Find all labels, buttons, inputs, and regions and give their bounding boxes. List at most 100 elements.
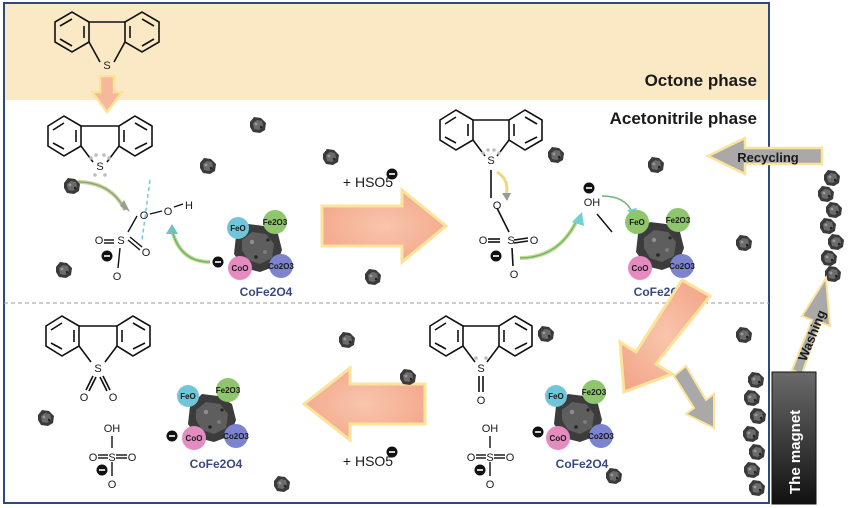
recycled-particle-column <box>818 170 844 282</box>
sulfone-sulfur: S <box>94 363 101 375</box>
step2-oxygen-bottom: O <box>510 269 519 281</box>
step1-oxygen-b: O <box>164 206 173 218</box>
reagent1-negative <box>386 168 398 180</box>
bisulfate4-o-bottom: O <box>108 479 117 491</box>
recycling-label: Recycling <box>737 150 798 165</box>
reagent-label-1: + HSO5 <box>343 174 393 190</box>
step2-arrow-s-o <box>496 170 509 197</box>
catalyst-step1 <box>227 210 293 280</box>
step2-negative <box>490 250 502 262</box>
bisulfate4-s: S <box>108 452 115 464</box>
acetonitrile-phase-label: Acetonitrile phase <box>610 109 757 128</box>
step1-sulfur-s: S <box>117 235 124 247</box>
co2o3-label-3: Co2O3 <box>588 432 614 441</box>
washing-label: Washing <box>795 308 829 363</box>
coo-label-1: CoO <box>232 264 249 273</box>
hydroxide-negative <box>583 182 595 194</box>
step2-hydroxide: OH <box>584 197 601 209</box>
co2o3-label-4: Co2O3 <box>223 432 249 441</box>
catalyst1-negative <box>212 256 224 268</box>
bisulfate4-o-left: O <box>89 452 98 464</box>
bisulfate3-s: S <box>486 452 493 464</box>
catalyst-name-4: CoFe2O4 <box>190 457 243 471</box>
magnet-label: The magnet <box>787 410 804 494</box>
bisulfate3-oh: OH <box>482 423 499 435</box>
step-arrow-right <box>320 186 449 266</box>
magnet <box>771 371 817 505</box>
step2-sulfur-s: S <box>507 235 514 247</box>
bisulfate4-o-right: O <box>128 452 137 464</box>
step-arrow-down-left <box>618 277 713 395</box>
step1-oxygen-e: O <box>113 271 122 283</box>
o-o-cleavage-line <box>141 179 151 241</box>
coo-label-3: CoO <box>550 434 567 443</box>
coo-label-2: CoO <box>632 264 649 273</box>
sulfone-oxygen-left: O <box>80 392 89 404</box>
bisulfate4-negative <box>96 464 108 476</box>
co2o3-label-2: Co2O3 <box>669 262 695 271</box>
catalyst-step3 <box>545 380 613 450</box>
step2-release-arrow <box>519 217 579 259</box>
step2-oxygen-left: O <box>479 235 488 247</box>
fe2o3-label-3: Fe2O3 <box>582 388 607 397</box>
step1-oxygen-d: O <box>142 247 151 259</box>
step1-hydrogen: H <box>185 200 193 212</box>
reagent-label-2: + HSO5 <box>343 453 393 469</box>
bisulfate4-oh: OH <box>104 423 121 435</box>
feo-label-3: FeO <box>548 392 564 401</box>
dibenzothiophene-step1 <box>47 115 153 163</box>
catalyst-name-3: CoFe2O4 <box>556 457 609 471</box>
fe2o3-label-4: Fe2O3 <box>216 386 241 395</box>
octane-phase-label: Octone phase <box>645 71 757 90</box>
sulfoxide-oxygen: O <box>477 395 486 407</box>
bisulfate3-negative <box>474 464 486 476</box>
step-arrow-left <box>301 364 427 444</box>
bisulfate3-o-left: O <box>467 452 476 464</box>
peroxymonosulfate-step1 <box>104 203 184 269</box>
step2-oxygen-bridge: O <box>493 200 502 212</box>
reactor-frame <box>3 2 770 504</box>
magnet-attached-particles <box>743 372 766 496</box>
catalyst4-negative <box>166 430 178 442</box>
feo-label-4: FeO <box>180 392 196 401</box>
dbt-sulfone <box>45 315 151 392</box>
step1-negative-charge <box>101 250 113 262</box>
step2-oxygen-right: O <box>530 235 539 247</box>
dbt-sulfur-atom: S <box>103 60 110 72</box>
bisulfate-step3 <box>476 436 505 476</box>
fe2o3-label-2: Fe2O3 <box>666 216 691 225</box>
octane-phase-region <box>4 3 769 100</box>
dibenzothiophene-octane <box>54 11 160 63</box>
sulfone-oxygen-right: O <box>109 392 118 404</box>
step1-oxygen-a: O <box>140 210 149 222</box>
sulfoxide-sulfur: S <box>477 363 484 375</box>
feo-label-2: FeO <box>629 218 645 227</box>
step2-lone-pairs <box>481 148 501 155</box>
hydroxide-to-catalyst-arrow <box>601 195 633 213</box>
bisulfate3-o-bottom: O <box>486 479 495 491</box>
bisulfate-step4 <box>98 436 127 476</box>
step1-oxygen-c: O <box>95 235 104 247</box>
catalyst-step4 <box>177 378 248 450</box>
step1-sulfur-atom: S <box>96 161 103 173</box>
washing-arrow <box>790 274 832 376</box>
catalyst-step2 <box>625 208 694 280</box>
electron-transfer-arrow <box>171 229 211 263</box>
transfer-down-arrow <box>89 74 125 115</box>
step2-sulfur: S <box>487 155 494 167</box>
catalyst3-negative <box>532 426 544 438</box>
recycling-arrow <box>705 136 824 176</box>
to-magnet-arrow <box>672 364 715 430</box>
feo-label-1: FeO <box>230 224 246 233</box>
reagent2-negative <box>386 446 398 458</box>
dibenzothiophene-step2 <box>439 109 543 267</box>
step1-lone-pairs <box>89 153 111 177</box>
sulfoxide-lone-pairs <box>474 356 488 360</box>
coo-label-4: CoO <box>186 434 203 443</box>
co2o3-label-1: Co2O3 <box>268 262 294 271</box>
bisulfate3-o-right: O <box>506 452 515 464</box>
dbt-sulfoxide <box>429 315 533 392</box>
catalyst-name-1: CoFe2O4 <box>240 285 293 299</box>
fe2o3-label-1: Fe2O3 <box>263 218 288 227</box>
